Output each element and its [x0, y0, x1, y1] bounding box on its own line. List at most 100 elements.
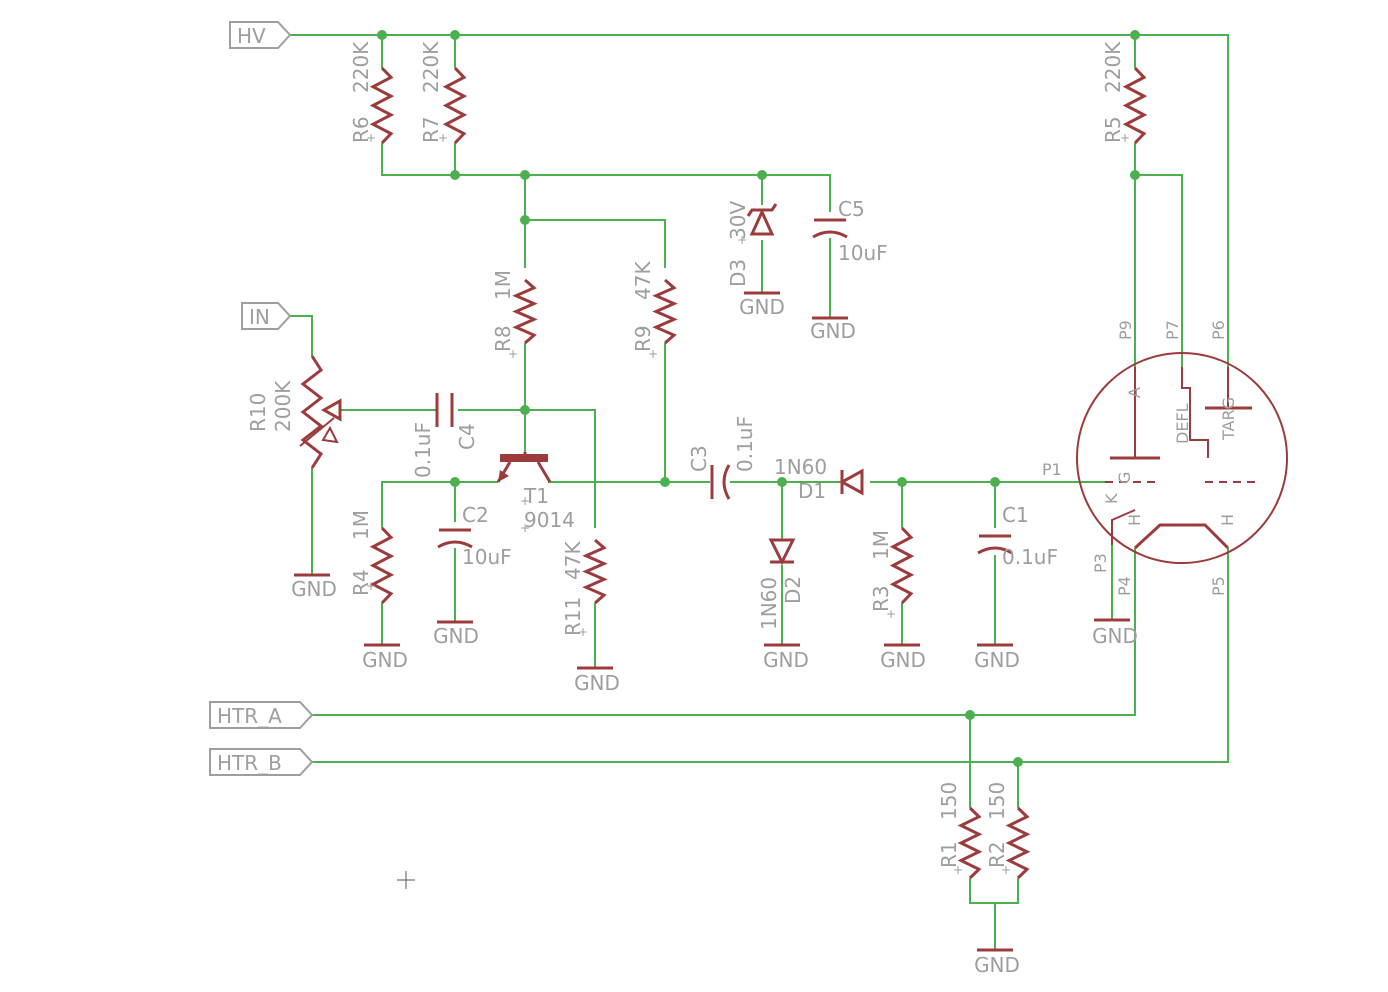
port-htr-b-label: HTR_B: [217, 751, 282, 775]
gnd-label: GND: [1092, 624, 1138, 648]
r3-value-label: 1M: [869, 530, 893, 560]
c2-name-label: C2: [462, 503, 489, 527]
pin-p9-label: P9: [1116, 320, 1135, 340]
junction-dot: [520, 215, 530, 225]
resistor-r7-zigzag: [442, 66, 468, 145]
resistor-r8: [512, 278, 538, 345]
d1-triangle: [838, 468, 864, 496]
resistor-r6-zigzag: [369, 66, 395, 145]
junction-dot: [897, 477, 907, 487]
junction-dot: [965, 710, 975, 720]
port-in-shape: [241, 302, 292, 330]
tube-anode-label: A: [1125, 387, 1144, 398]
r9-top-wire: [525, 219, 666, 268]
junction-dot: [520, 170, 530, 180]
c4-name-label: C4: [455, 423, 479, 450]
pin-p7-label: P7: [1163, 320, 1182, 340]
defl-lead: [1181, 367, 1209, 458]
in-wire: [290, 315, 313, 356]
junctions: [377, 30, 1140, 767]
gnd-label: GND: [763, 648, 809, 672]
pin-p3-label: P3: [1091, 553, 1110, 573]
junction-dot: [1130, 170, 1140, 180]
tube-heater-label-left: H: [1125, 514, 1144, 526]
junction-dot: [1130, 30, 1140, 40]
gnd-label: GND: [739, 295, 785, 319]
port-htr-a: [209, 701, 314, 729]
resistor-r8-zigzag: [512, 278, 538, 345]
pot-adjust-line: [299, 417, 335, 447]
pin-marker: +: [520, 494, 530, 508]
labels: HVINHTR_AHTR_BR6220KR7220KR5220KR81MR947…: [217, 24, 1238, 977]
potentiometer-r10-zigzag: [300, 355, 324, 469]
pin-marker: +: [438, 131, 448, 145]
capacitor-c3-curve: [722, 464, 731, 500]
d3-value-label: 30V: [726, 201, 750, 240]
pin-marker: +: [520, 521, 530, 535]
pin-marker: +: [886, 607, 896, 621]
junction-dot: [520, 405, 530, 415]
resistor-r5: [1122, 66, 1148, 145]
c1-value-label: 0.1uF: [1002, 545, 1058, 569]
gnd-label: GND: [574, 671, 620, 695]
port-htr-b-shape: [209, 748, 314, 776]
potentiometer-r10-wiper: [299, 398, 342, 447]
port-hv-label: HV: [237, 24, 266, 48]
c1-name-label: C1: [1002, 503, 1029, 527]
gnd-label: GND: [291, 577, 337, 601]
port-htr-a-label: HTR_A: [217, 704, 282, 728]
r1-value-label: 150: [937, 782, 961, 820]
pin-marker: +: [1001, 863, 1011, 877]
pin-marker: +: [737, 233, 747, 247]
tube-defl-label: DEFL: [1173, 403, 1192, 444]
r6-bottom-bus: [381, 143, 831, 212]
tube-heater-label-right: H: [1218, 514, 1237, 526]
r1-r2-bottom-wire: [969, 878, 1019, 904]
d3-triangle: [749, 208, 775, 236]
d2-triangle: [768, 538, 796, 566]
gnd-label: GND: [880, 648, 926, 672]
port-hv: [229, 21, 292, 49]
resistor-r1: [957, 806, 983, 880]
capacitor-c4: [435, 393, 454, 427]
c5-name-label: C5: [838, 197, 865, 221]
resistor-r1-zigzag: [957, 806, 983, 880]
t1-value-label: 9014: [524, 508, 575, 532]
junction-dot: [757, 170, 767, 180]
gnd-label: GND: [974, 953, 1020, 977]
junction-dot: [450, 30, 460, 40]
capacitor-c3: [710, 464, 731, 500]
tube-envelope: [1076, 352, 1288, 564]
t1-name-label: T1: [523, 484, 549, 508]
components: [209, 21, 1288, 952]
r4-name-label: R4: [349, 569, 373, 596]
tube-grid-label: G: [1115, 472, 1134, 484]
resistor-r2-zigzag: [1005, 806, 1031, 880]
vacuum-tube-symbol: [1076, 352, 1288, 564]
junction-dot: [450, 477, 460, 487]
junction-dot: [1013, 757, 1023, 767]
pin-marker: +: [578, 625, 588, 639]
capacitor-c1-curve: [977, 546, 1013, 555]
heater-filament: [1133, 523, 1230, 550]
r7-value-label: 220K: [419, 41, 443, 93]
resistor-r3-zigzag: [889, 526, 915, 605]
port-htr-a-shape: [209, 701, 314, 729]
resistor-r7: [442, 66, 468, 145]
zener-d3: [746, 203, 778, 236]
wiper-arrow: [320, 398, 342, 422]
resistor-r4: [369, 526, 395, 605]
r8-value-label: 1M: [491, 270, 515, 300]
resistor-r3: [889, 526, 915, 605]
r9-name-label: R9: [631, 325, 655, 352]
gnd-label: GND: [810, 319, 856, 343]
d3-bar: [746, 203, 778, 217]
gnd-label: GND: [974, 648, 1020, 672]
d1-name-label: D1: [798, 479, 826, 503]
pin-marker: +: [1120, 131, 1130, 145]
r9-value-label: 47K: [631, 261, 655, 300]
tube-targ-label: TARG: [1219, 397, 1238, 441]
r7-name-label: R7: [419, 116, 443, 143]
htr-b-wire: [312, 548, 1229, 763]
